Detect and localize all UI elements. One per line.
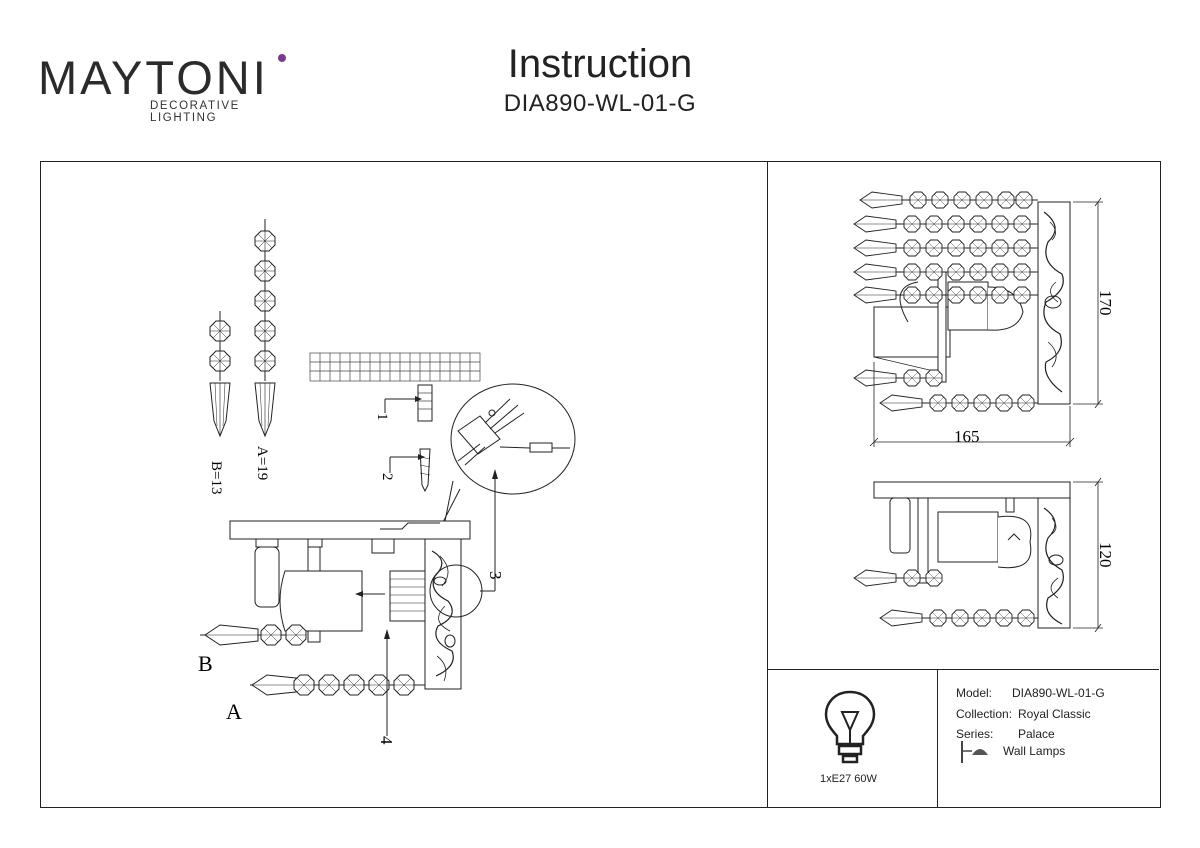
pendant-b-label: B=13 [208, 461, 224, 494]
width-dimension [869, 362, 1075, 447]
brand-name: MAYTONI [38, 51, 269, 104]
depth-label: 120 [1096, 542, 1115, 568]
bulb-spec: 1xE27 60W [820, 773, 877, 785]
brand-tagline: DECORATIVE LIGHTING [150, 100, 240, 124]
callout-2: 2 [379, 473, 395, 481]
collection-value: Royal Classic [1018, 707, 1091, 721]
tag-b: B [198, 651, 213, 676]
brand-dot [278, 54, 286, 62]
screw-part [389, 448, 431, 493]
depth-dimension [1073, 477, 1103, 633]
front-pendant-rows [853, 191, 1038, 412]
callout-4: 4 [377, 736, 396, 745]
instruction-frame [40, 161, 1161, 808]
frame-divider-vertical [767, 161, 768, 807]
maytoni-logo: MAYTONI DECORATIVE LIGHTING [38, 51, 288, 124]
width-label: 165 [954, 427, 980, 446]
height-dimension [1073, 197, 1103, 409]
height-label: 170 [1096, 290, 1115, 316]
wall-grid [309, 352, 481, 382]
series-value: Palace [1018, 727, 1055, 741]
product-code: DIA890-WL-01-G [503, 90, 697, 117]
callout-3: 3 [486, 571, 505, 580]
wall-lamp-icon [961, 741, 988, 763]
type-value: Wall Lamps [1003, 744, 1066, 758]
collection-label: Collection: [956, 707, 1013, 721]
spec-divider [937, 669, 938, 807]
pendant-b-drawing [209, 311, 231, 438]
tag-a: A [226, 699, 242, 724]
pendant-a-label: A=19 [254, 446, 270, 480]
horizontal-pendant-b [200, 624, 307, 646]
lamp-side-view [229, 520, 483, 690]
series-label: Series: [956, 727, 994, 741]
bulb-icon [824, 690, 876, 764]
dimension-drawing: 170 165 120 [853, 191, 1115, 633]
model-label: Model: [956, 686, 993, 700]
pendant-a-drawing [254, 219, 276, 438]
frame-divider-horizontal [767, 669, 1159, 670]
horizontal-pendant-a [250, 674, 425, 696]
model-value: DIA890-WL-01-G [1012, 686, 1105, 700]
side-view [853, 481, 1071, 629]
page-title: Instruction [507, 42, 693, 86]
front-view [873, 201, 1071, 405]
assembly-drawing: B=13 A=19 1 [198, 219, 576, 745]
callout-1: 1 [374, 413, 390, 421]
wiring-detail [439, 383, 576, 529]
dowel-part [384, 384, 433, 422]
